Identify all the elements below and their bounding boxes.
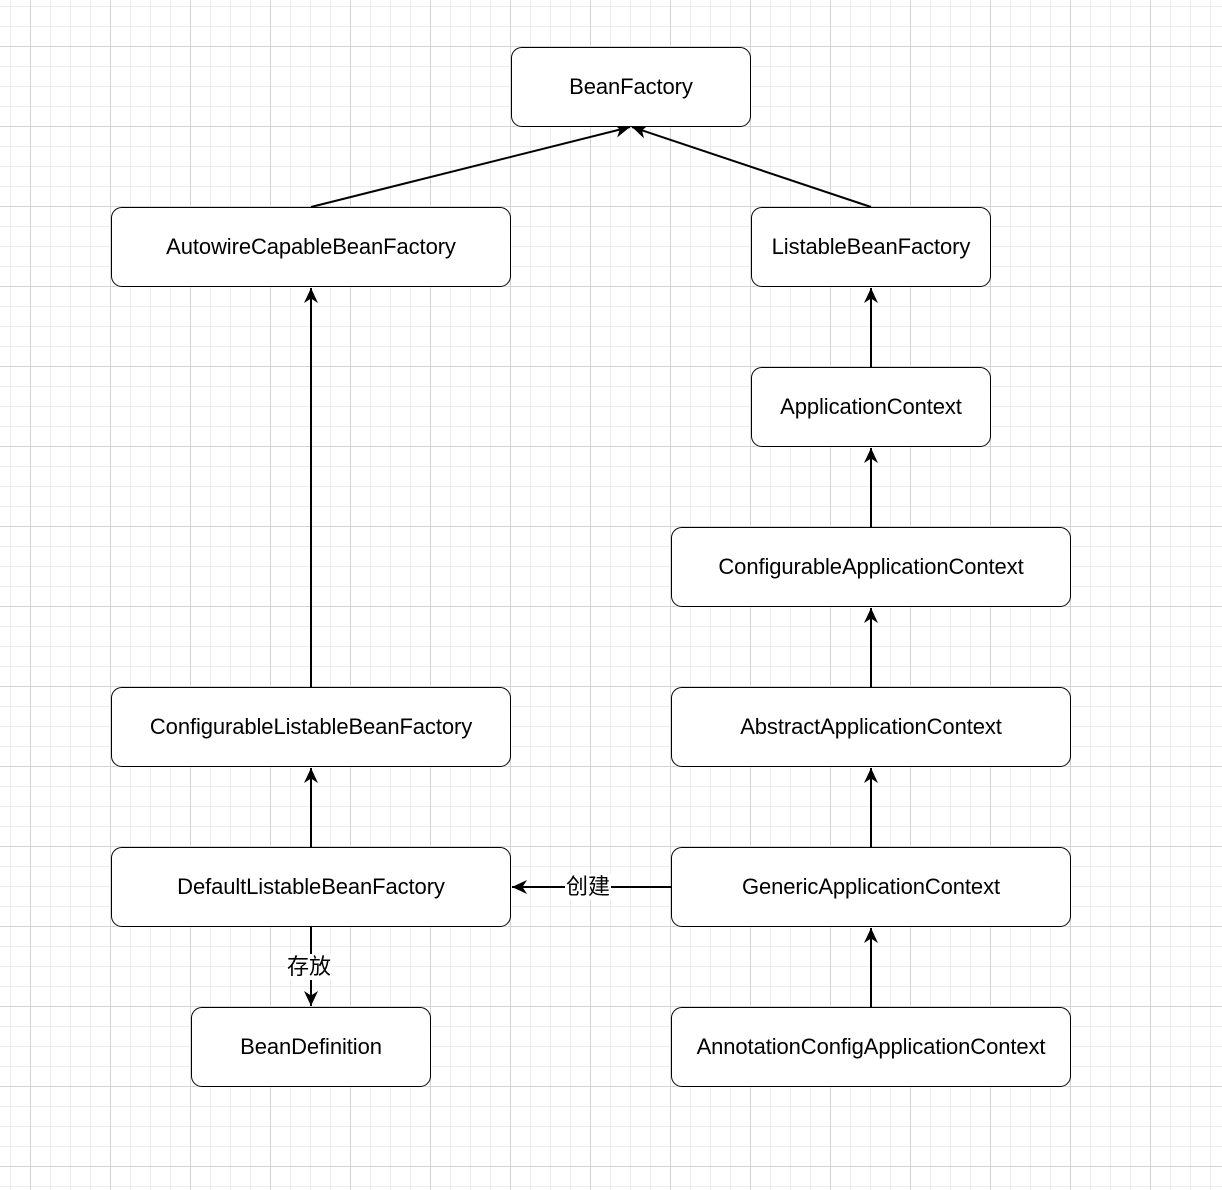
node-abstract-application-context[interactable]: AbstractApplicationContext xyxy=(671,687,1071,767)
node-configurable-listable-bean-factory[interactable]: ConfigurableListableBeanFactory xyxy=(111,687,511,767)
edge-label-stores: 存放 xyxy=(286,954,333,980)
node-default-listable-bean-factory[interactable]: DefaultListableBeanFactory xyxy=(111,847,511,927)
node-autowire-capable-bean-factory[interactable]: AutowireCapableBeanFactory xyxy=(111,207,511,287)
edge-label-creates: 创建 xyxy=(565,874,612,900)
node-bean-definition[interactable]: BeanDefinition xyxy=(191,1007,431,1087)
node-bean-factory[interactable]: BeanFactory xyxy=(511,47,751,127)
node-configurable-application-context[interactable]: ConfigurableApplicationContext xyxy=(671,527,1071,607)
node-annotation-config-application-context[interactable]: AnnotationConfigApplicationContext xyxy=(671,1007,1071,1087)
node-application-context[interactable]: ApplicationContext xyxy=(751,367,991,447)
node-listable-bean-factory[interactable]: ListableBeanFactory xyxy=(751,207,991,287)
node-generic-application-context[interactable]: GenericApplicationContext xyxy=(671,847,1071,927)
edge-autowire-to-beanfactory xyxy=(310,123,631,208)
edge-listable-to-beanfactory xyxy=(631,125,872,208)
